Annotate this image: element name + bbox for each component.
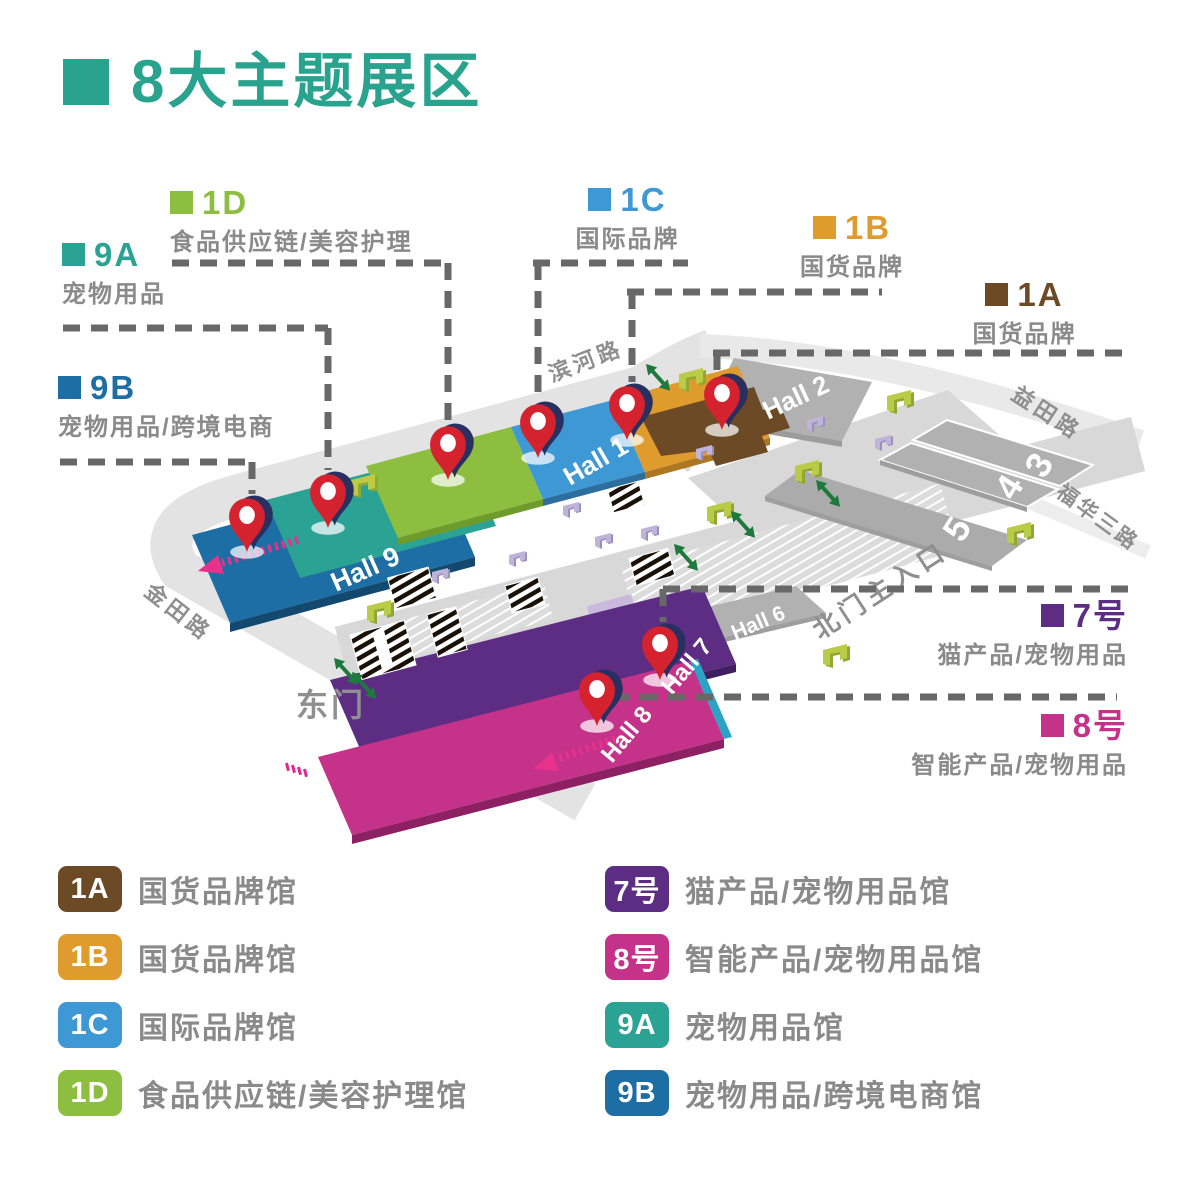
callout-connectors (60, 259, 1128, 701)
callout-1b: 1B 国货品牌 (782, 209, 922, 282)
zone-name: 宠物用品/跨境电商 (58, 413, 275, 441)
legend-item-9a: 9A 宠物用品馆 (605, 1002, 845, 1048)
zone-code: 9B (90, 369, 137, 406)
legend-badge: 1C (58, 1002, 122, 1048)
zone-square-icon (62, 243, 85, 267)
zone-code: 1B (844, 209, 892, 246)
legend-badge: 9A (605, 1002, 669, 1048)
zone-square-icon (812, 216, 836, 240)
callout-1a: 1A 国货品牌 (952, 276, 1097, 349)
legend-label: 国际品牌馆 (138, 1012, 298, 1045)
hall-8 (318, 661, 724, 835)
gate-small-icon (509, 551, 527, 567)
page-title-row: 8大主题展区 (63, 52, 482, 112)
gate-small-icon (563, 502, 581, 518)
pink-ticks (284, 762, 308, 778)
legend-item-9b: 9B 宠物用品/跨境电商馆 (605, 1070, 983, 1116)
zone-code: 9A (94, 236, 141, 273)
zone-square-icon (170, 191, 193, 215)
legend-badge: 1A (58, 866, 122, 912)
gate-icon (823, 644, 850, 668)
zone-name: 食品供应链/美容护理 (170, 228, 413, 256)
zone-square-icon (985, 283, 1009, 307)
legend-badge: 7号 (605, 866, 669, 912)
concourse-patch (688, 390, 1012, 540)
yitian-road (699, 334, 1144, 454)
ring-road (150, 330, 720, 821)
hall-7 (330, 586, 736, 758)
pink-route-arrows (198, 536, 624, 771)
zone-name: 宠物用品 (62, 280, 166, 308)
legend-label: 国货品牌馆 (138, 876, 298, 909)
zone-square-icon (1040, 604, 1064, 628)
zone-code: 8号 (1072, 707, 1128, 744)
legend-badge: 1D (58, 1070, 122, 1116)
callout-9a: 9A 宠物用品 (62, 236, 166, 309)
legend-label: 国货品牌馆 (138, 944, 298, 977)
stairs (349, 480, 676, 681)
zone-code: 7号 (1072, 597, 1128, 634)
zone-square-icon (1040, 714, 1064, 738)
legend-badge: 9B (605, 1070, 669, 1116)
gate-icon (707, 501, 734, 525)
zone-code: 1C (620, 181, 667, 218)
legend-item-1a: 1A 国货品牌馆 (58, 866, 298, 912)
gate-small-icon (595, 533, 613, 549)
legend-item-7: 7号 猫产品/宠物用品馆 (605, 866, 951, 912)
callout-1c: 1C 国际品牌 (560, 181, 695, 254)
gate-small-icon (641, 525, 659, 541)
zone-name: 智能产品/宠物用品 (911, 751, 1128, 779)
callout-9b: 9B 宠物用品/跨境电商 (58, 369, 275, 442)
zone-square-icon (588, 188, 612, 212)
fuhua-road (1017, 491, 1151, 559)
zone-name: 国际品牌 (575, 225, 680, 253)
legend-item-8: 8号 智能产品/宠物用品馆 (605, 934, 983, 980)
legend-label: 宠物用品馆 (685, 1012, 845, 1045)
hall-3 (910, 418, 1096, 488)
legend-label: 食品供应链/美容护理馆 (138, 1080, 469, 1113)
legend-item-1b: 1B 国货品牌馆 (58, 934, 298, 980)
callout-7: 7号 猫产品/宠物用品 (937, 597, 1128, 670)
legend-item-1c: 1C 国际品牌馆 (58, 1002, 298, 1048)
callout-8: 8号 智能产品/宠物用品 (911, 707, 1128, 780)
legend-badge: 8号 (605, 934, 669, 980)
zone-code: 1A (1017, 276, 1064, 313)
legend-label: 智能产品/宠物用品馆 (685, 944, 984, 977)
title-square-icon (63, 59, 109, 105)
zone-code: 1D (202, 184, 249, 221)
callout-1d: 1D 食品供应链/美容护理 (170, 184, 413, 257)
zone-name: 国货品牌 (800, 253, 904, 281)
legend-badge: 1B (58, 934, 122, 980)
legend-item-1d: 1D 食品供应链/美容护理馆 (58, 1070, 468, 1116)
zone-name: 国货品牌 (972, 320, 1077, 348)
legend-label: 宠物用品/跨境电商馆 (685, 1080, 984, 1113)
zone-square-icon (58, 376, 81, 400)
legend-label: 猫产品/宠物用品馆 (685, 876, 952, 909)
page-title: 8大主题展区 (131, 48, 483, 115)
landmark-east-gate: 东门 (296, 687, 366, 723)
zone-name: 猫产品/宠物用品 (937, 641, 1128, 669)
